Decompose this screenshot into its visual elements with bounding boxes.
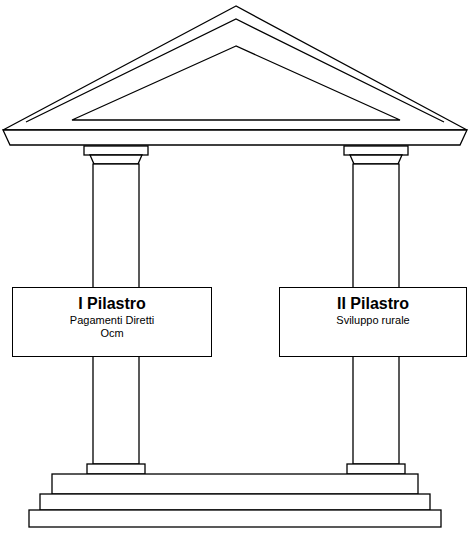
pediment-tympanum	[72, 46, 400, 120]
pillar-item: Pagamenti Diretti	[21, 314, 203, 327]
column-capital	[350, 155, 402, 164]
temple-step	[40, 494, 430, 510]
pillar-item: Sviluppo rurale	[288, 314, 458, 327]
entablature	[3, 130, 467, 145]
pillar-label-box: II PilastroSviluppo rurale	[279, 287, 467, 357]
column-base	[347, 464, 405, 474]
pillar-label-box: I PilastroPagamenti DirettiOcm	[12, 287, 212, 357]
pillar-item: Ocm	[21, 327, 203, 340]
column-capital	[84, 146, 148, 155]
column-base	[87, 464, 145, 474]
roof-outline	[3, 6, 467, 130]
column-capital	[344, 146, 408, 155]
roof-inner-line	[26, 19, 444, 122]
temple-step	[29, 510, 441, 527]
column-capital	[90, 155, 142, 164]
pillar-title: I Pilastro	[21, 294, 203, 313]
temple-step	[52, 474, 418, 494]
pillar-title: II Pilastro	[288, 294, 458, 313]
